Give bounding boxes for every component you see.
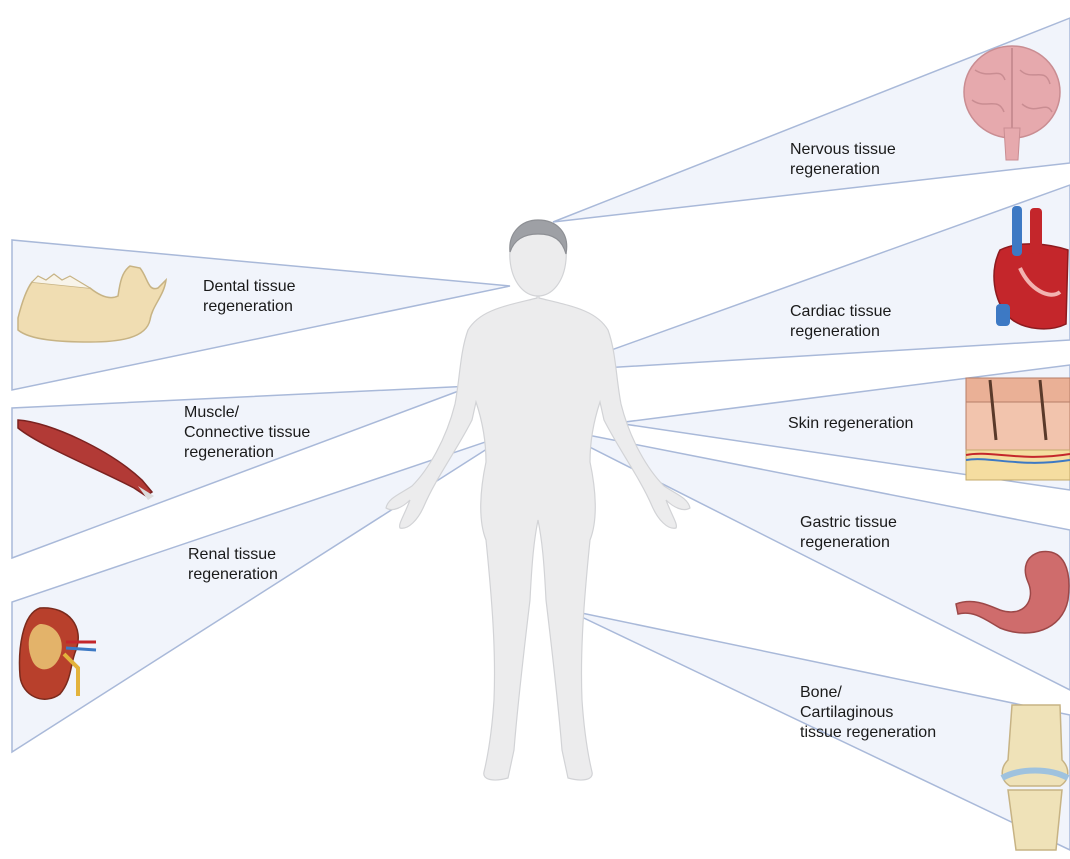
knee-joint-icon <box>1002 705 1068 850</box>
label-nervous: Nervous tissue regeneration <box>790 140 896 180</box>
human-body-icon <box>386 220 690 780</box>
label-bone: Bone/ Cartilaginous tissue regeneration <box>800 683 936 743</box>
skin-icon <box>966 378 1070 480</box>
label-cardiac: Cardiac tissue regeneration <box>790 302 891 342</box>
label-skin: Skin regeneration <box>788 414 913 434</box>
label-gastric: Gastric tissue regeneration <box>800 513 897 553</box>
label-dental: Dental tissue regeneration <box>203 277 296 317</box>
label-renal: Renal tissue regeneration <box>188 545 278 585</box>
label-muscle: Muscle/ Connective tissue regeneration <box>184 403 310 463</box>
